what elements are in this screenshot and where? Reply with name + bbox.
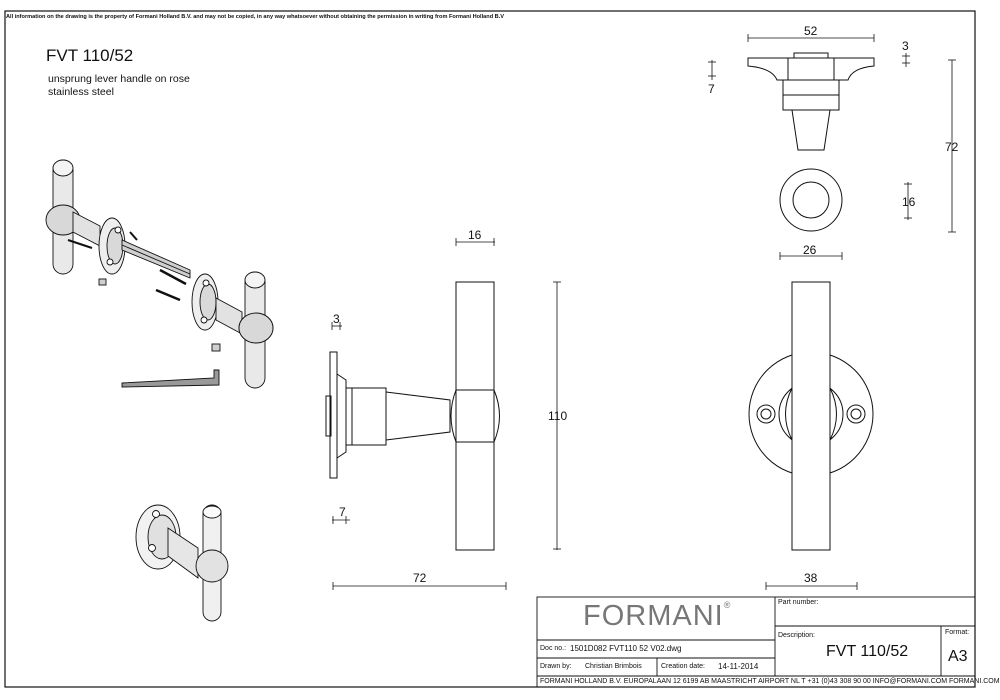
dim-top-plate: 3 bbox=[902, 39, 909, 53]
dim-side-bar: 16 bbox=[468, 228, 482, 242]
dim-top-collar: 26 bbox=[803, 243, 817, 257]
side-view bbox=[325, 281, 500, 551]
dim-top-width: 52 bbox=[804, 24, 818, 38]
format-label: Format: bbox=[945, 629, 970, 636]
format-value: A3 bbox=[948, 648, 968, 665]
dim-top-height: 72 bbox=[945, 140, 959, 154]
exploded-iso-view bbox=[45, 159, 274, 389]
doc-no-value: 1501D082 FVT110 52 V02.dwg bbox=[570, 644, 682, 653]
doc-no-label: Doc no.: bbox=[540, 645, 567, 652]
dim-side-projection: 72 bbox=[413, 571, 427, 585]
creation-date-value: 14-11-2014 bbox=[718, 662, 759, 671]
description-label: Description: bbox=[778, 632, 815, 639]
dimension-lines bbox=[331, 34, 956, 590]
copyright-notice: All information on the drawing is the pr… bbox=[6, 14, 504, 20]
drawn-by-label: Drawn by: bbox=[540, 663, 572, 670]
dim-side-plate: 3 bbox=[333, 312, 340, 326]
dim-front-width: 38 bbox=[804, 571, 818, 585]
drawn-by-value: Christian Brimbois bbox=[585, 663, 642, 670]
dim-top-ring: 16 bbox=[902, 195, 916, 209]
description-value: FVT 110/52 bbox=[826, 643, 909, 660]
top-view bbox=[747, 52, 875, 232]
drawing-title: FVT 110/52 bbox=[46, 46, 134, 65]
small-iso-view bbox=[135, 504, 229, 622]
company-footer: FORMANI HOLLAND B.V. EUROPALAAN 12 6199 … bbox=[540, 678, 1000, 685]
logo-registered-mark: ® bbox=[723, 600, 732, 610]
sheet-border bbox=[4, 10, 976, 688]
dim-top-rose: 7 bbox=[708, 82, 715, 96]
dim-side-length: 110 bbox=[548, 409, 568, 423]
description-line-2: stainless steel bbox=[48, 86, 114, 98]
creation-date-label: Creation date: bbox=[661, 663, 705, 670]
front-view bbox=[748, 281, 874, 551]
formani-logo: FORMANI® bbox=[583, 600, 731, 633]
description-line-1: unsprung lever handle on rose bbox=[48, 73, 190, 85]
title-block-frame bbox=[536, 596, 976, 688]
part-number-label: Part number: bbox=[778, 599, 819, 606]
dim-side-rose: 7 bbox=[339, 505, 346, 519]
logo-text: FORMANI bbox=[583, 600, 724, 632]
